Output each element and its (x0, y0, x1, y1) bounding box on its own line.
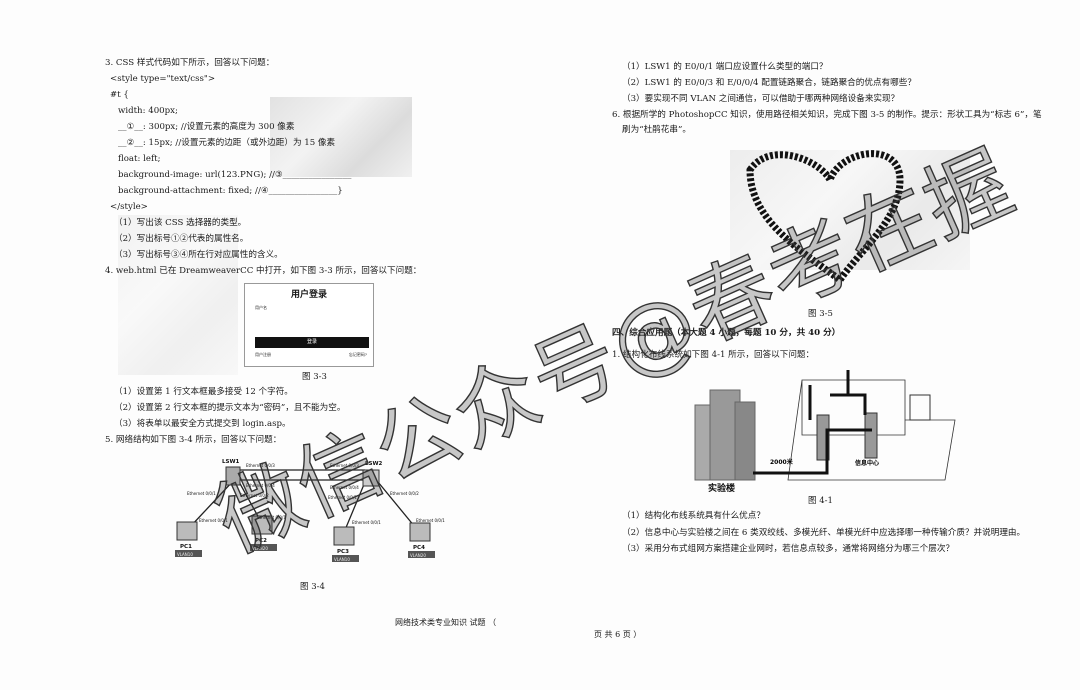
port-label: Ethernet 0/0/4 (246, 483, 275, 488)
footer-page: 页 共 6 页 ） (594, 630, 642, 639)
q3-title: 3. CSS 样式代码如下所示，回答以下问题： (105, 58, 275, 68)
pc-label: PC3 (337, 549, 349, 555)
question: （2）写出标号①②代表的属性名。 (114, 234, 249, 244)
code-line: width: 400px; (118, 106, 178, 116)
pc-label: PC4 (413, 545, 425, 551)
port-label: Ethernet 0/0/1 (187, 491, 216, 496)
pc-label: PC1 (180, 544, 192, 550)
vlan-tag: VLAN10 (334, 557, 350, 562)
code-line: background-image: url(123.PNG); //③_____… (118, 170, 352, 180)
question: （2）LSW1 的 E0/0/3 和 E/0/0/4 配置链路聚合，链路聚合的优… (622, 78, 916, 88)
q4-title: 4. web.html 已在 DreamweaverCC 中打开，如下图 3-3… (105, 266, 422, 276)
photoshop-background-image (730, 150, 970, 270)
pc-icon (409, 522, 431, 542)
code-line: background-attachment: fixed; //④_______… (118, 186, 343, 196)
question: （1）结构化布线系统具有什么优点？ (622, 511, 765, 521)
port-label: Ethernet 0/0/1 (328, 495, 357, 500)
vlan-tag: VLAN20 (410, 553, 426, 558)
port-label: Ethernet 0/0/4 (330, 485, 359, 490)
network-topology-diagram: LSW1 LSW2 PC1 PC2 PC3 PC4 Ethernet 0/0/3… (175, 459, 445, 562)
question: （3）采用分布式组网方案搭建企业网时，若信息点较多，通常将网络分为哪三个层次？ (622, 544, 955, 554)
switch-icon (225, 466, 241, 486)
link-line (377, 481, 416, 528)
figure-caption: 图 3-4 (300, 582, 325, 592)
q5-title: 5. 网络结构如下图 3-4 所示，回答以下问题： (105, 435, 282, 445)
figure-caption: 图 3-3 (302, 372, 327, 382)
link-line (189, 479, 235, 528)
code-line: __②__: 15px; //设置元素的边距（或外边距）为 15 像素 (118, 138, 336, 148)
figure-caption: 图 3-5 (808, 309, 833, 319)
question: （1）写出该 CSS 选择器的类型。 (114, 218, 247, 228)
question: （3）要实现不同 VLAN 之间通信，可以借助于哪两种网络设备来实现？ (622, 94, 900, 104)
pc-icon (251, 515, 273, 535)
port-label: Ethernet 0/0/1 (257, 515, 286, 520)
port-label: Ethernet 0/0/1 (352, 520, 381, 525)
building-label: 实验楼 (708, 482, 735, 494)
login-button: 登录 (255, 337, 369, 348)
vlan-tag: VLAN20 (252, 546, 268, 551)
switch-label: LSW2 (365, 461, 383, 467)
link-line (344, 481, 366, 531)
port-label: Ethernet 0/0/3 (330, 463, 359, 468)
cabling-system-diagram: 2000米 实验楼 信息中心 (694, 370, 956, 494)
footer-left: 网络技术类专业知识 试题 （ (395, 618, 497, 627)
question: （3）写出标号③④所在行对应属性的含义。 (114, 250, 283, 260)
background-image-scan (118, 215, 238, 375)
code-line: <style type="text/css"> (110, 74, 216, 84)
switch-label: LSW1 (222, 459, 240, 465)
username-label: 用户名 (255, 305, 267, 310)
login-form-figure: 用户登录 用户名 登录 用户注册 忘记密码? (244, 283, 374, 367)
code-line: float: left; (118, 154, 161, 164)
port-label: Ethernet 0/0/2 (240, 493, 269, 498)
section-heading: 四、综合应用题（本大题 4 小题，每题 10 分，共 40 分） (612, 328, 841, 338)
question: （2）设置第 2 行文本框的提示文本为“密码”，且不能为空。 (114, 403, 346, 413)
switch-icon (362, 469, 380, 487)
question: （2）信息中心与实验楼之间在 6 类双绞线、多模光纤、单模光纤中应选择哪一种传输… (622, 528, 1026, 538)
question: （1）LSW1 的 E0/0/1 端口应设置什么类型的端口？ (622, 62, 828, 72)
code-line: </style> (110, 202, 148, 212)
question: （3）将表单以最安全方式提交到 login.asp。 (114, 419, 291, 429)
port-label: Ethernet 0/0/1 (199, 518, 228, 523)
register-link: 用户注册 (255, 352, 271, 357)
code-line: #t { (110, 90, 129, 100)
fiber-cable (753, 370, 872, 475)
port-label: Ethernet 0/0/1 (416, 518, 445, 523)
vlan-tag: VLAN10 (177, 552, 193, 557)
background-image-scan (270, 97, 412, 177)
q6-title: 6. 根据所学的 PhotoshopCC 知识，使用路径相关知识，完成下图 3-… (612, 110, 1042, 120)
q1-title: 1. 结构化布线系统如下图 4-1 所示，回答以下问题： (612, 350, 815, 360)
q6-title-cont: 刷为“杜鹃花串”。 (622, 125, 691, 135)
link-line (237, 479, 261, 521)
code-line: __①__: 300px; //设置元素的高度为 300 像素 (118, 122, 295, 132)
login-title: 用户登录 (290, 290, 327, 300)
forgot-link: 忘记密码? (348, 352, 367, 357)
pc-icon (333, 526, 355, 546)
figure-caption: 图 4-1 (808, 496, 833, 506)
pc-label: PC2 (255, 538, 267, 544)
distance-label: 2000米 (770, 458, 793, 466)
port-label: Ethernet 0/0/3 (246, 463, 275, 468)
center-label: 信息中心 (855, 459, 879, 467)
port-label: Ethernet 0/0/2 (390, 491, 419, 496)
pc-icon (176, 521, 198, 541)
question: （1）设置第 1 行文本框最多接受 12 个字符。 (114, 387, 293, 397)
